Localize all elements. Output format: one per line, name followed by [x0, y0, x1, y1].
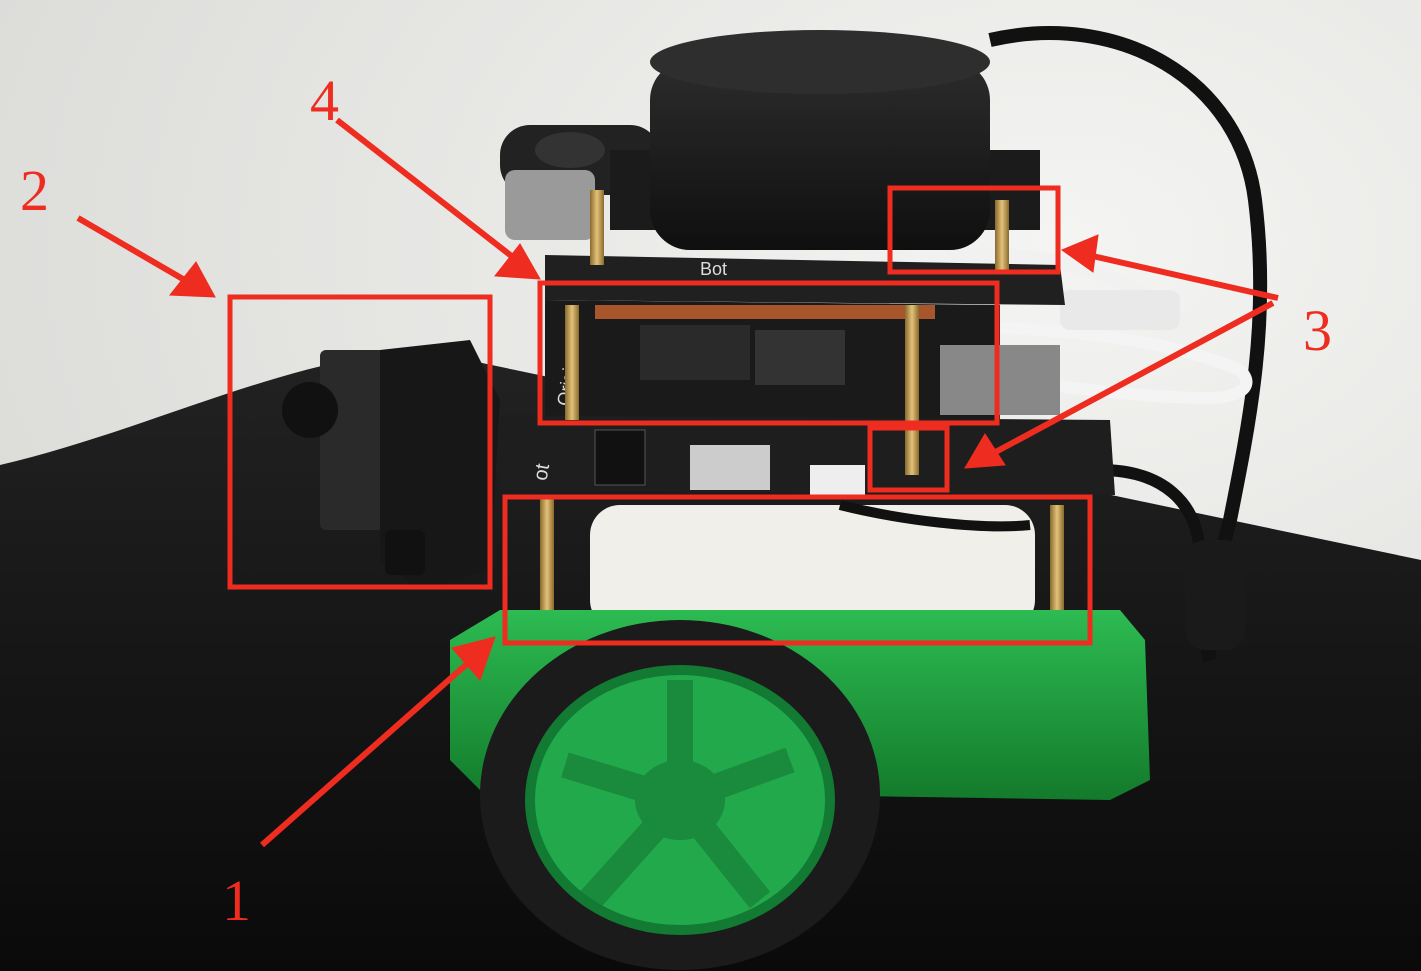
camera-bracket: [380, 340, 500, 590]
annotation-boxes: [227, 185, 1093, 646]
usb-a-port: [690, 445, 770, 490]
arrow-3b-shaft: [988, 300, 1275, 458]
box-usb-top: [887, 185, 1061, 275]
battery-wires: [838, 500, 1031, 532]
arrow-3b-head: [964, 433, 1006, 469]
camera-lens: [282, 382, 338, 438]
annotation-arrows: [76, 117, 1279, 848]
camera-knob: [385, 530, 425, 575]
wheel-spokes: [561, 680, 795, 909]
arrow-4-head: [494, 243, 541, 280]
ethernet-port: [940, 345, 1060, 415]
standoff: [590, 190, 604, 265]
lidar-motor: [505, 170, 595, 240]
lidar-body: [650, 60, 990, 250]
box-camera: [227, 294, 493, 590]
board-header-pins: [595, 305, 935, 319]
lidar-top: [650, 30, 990, 94]
standoff: [1050, 505, 1064, 635]
standoff: [905, 305, 919, 475]
box-battery: [502, 494, 1093, 646]
standoff: [540, 495, 554, 620]
jst-connector: [810, 465, 865, 495]
qr-connector: [594, 429, 646, 486]
board-module: [755, 330, 845, 385]
arrow-1-head: [451, 636, 496, 681]
camera-pcb: [320, 350, 390, 530]
box-compute: [537, 280, 1000, 426]
standoff: [565, 305, 579, 420]
ferrite-core: [1185, 540, 1245, 650]
label-1: 1: [222, 868, 251, 933]
arrow-4-shaft: [335, 117, 516, 261]
wheel-rim: [525, 665, 835, 935]
label-3: 3: [1303, 298, 1332, 363]
top-pcb: [545, 255, 1065, 305]
arrow-3a-shaft: [1087, 252, 1279, 301]
label-4: 4: [310, 68, 339, 133]
arrow-2-head: [169, 261, 216, 298]
arrow-1-shaft: [260, 660, 470, 848]
arrow-2-shaft: [76, 215, 190, 285]
board-chip: [640, 325, 750, 380]
pcb-side-label: ot: [530, 462, 555, 483]
battery-pack: [590, 505, 1035, 630]
usb-plug: [1060, 290, 1180, 330]
driver-board: [500, 415, 1115, 495]
lidar-pulley: [535, 132, 605, 168]
label-2: 2: [20, 158, 49, 223]
black-cable-2: [1099, 464, 1206, 561]
pcb-top-label: Bot: [700, 259, 727, 279]
standoff: [995, 200, 1009, 270]
arrow-3a-head: [1060, 234, 1099, 273]
box-usb-low: [867, 425, 950, 493]
